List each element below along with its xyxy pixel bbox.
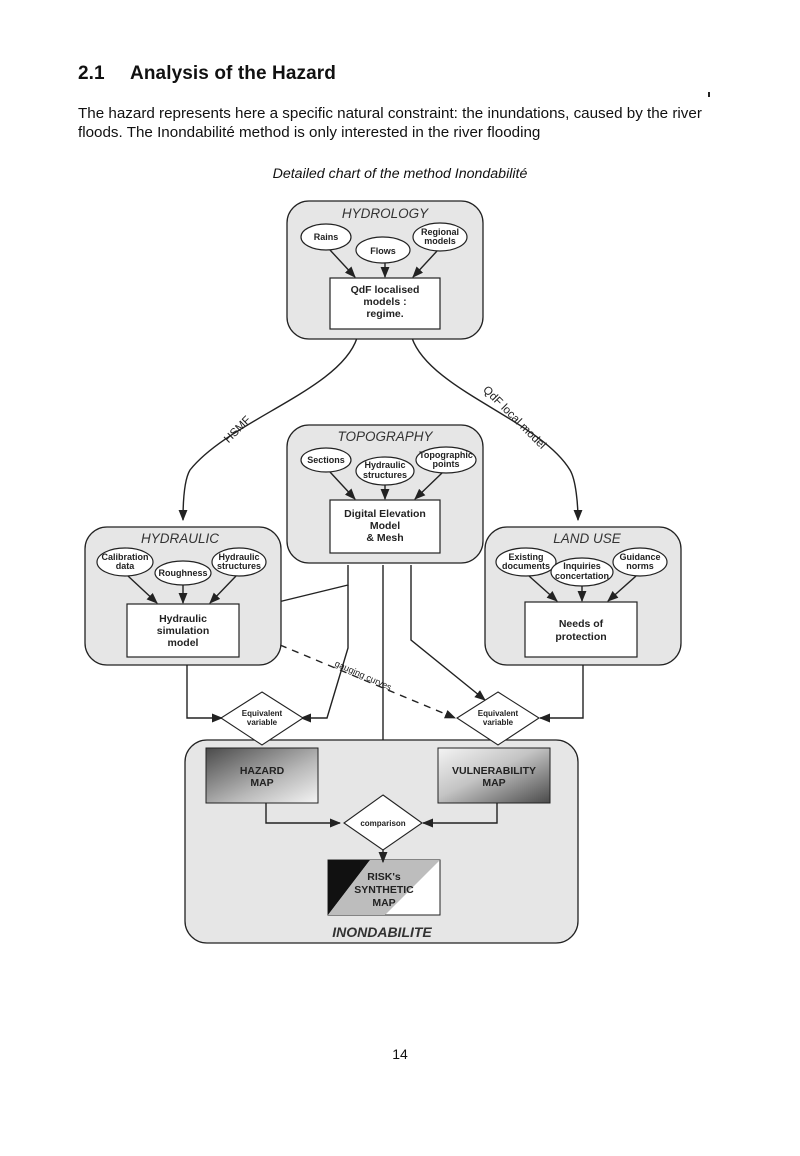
diagram-label: data [116, 561, 136, 571]
diagram-label: norms [626, 561, 654, 571]
diagram-label: regime. [366, 308, 403, 320]
hydrology-group: HYDROLOGY Rains Flows Regional models Qd… [286, 200, 484, 340]
diagram-label: HAZARD [240, 765, 285, 777]
diagram-label: comparison [360, 819, 405, 828]
diagram-label: Digital Elevation [344, 508, 426, 520]
equivalent-variable-right: Equivalent variable [455, 691, 541, 746]
qdf-connector [411, 337, 583, 522]
diagram-label: variable [483, 718, 514, 727]
diagram-label: VULNERABILITY [452, 765, 536, 777]
diagram-label: Calibration [101, 552, 148, 562]
diagram-label: structures [217, 561, 261, 571]
hydraulic-title: HYDRAULIC [141, 531, 219, 546]
hydraulic-group: HYDRAULIC Calibration data Roughness Hyd… [84, 526, 282, 666]
diagram-label: model [168, 637, 199, 649]
inondabilite-title: INONDABILITE [332, 924, 432, 940]
diagram-label: Guidance [619, 552, 660, 562]
page-number: 14 [392, 1046, 408, 1062]
diagram-label: simulation [157, 625, 210, 637]
risk-synthetic-map-box: RISK's SYNTHETIC MAP [327, 859, 441, 916]
land-use-title: LAND USE [553, 531, 622, 546]
diagram-label: SYNTHETIC [354, 884, 414, 896]
input-oval [355, 236, 411, 264]
landuse-to-equivalent [538, 665, 584, 723]
hsmf-label: HSMF [222, 414, 254, 446]
input-oval [412, 222, 468, 252]
gauging-curves-label: gauging curves [333, 658, 393, 692]
diagram-label: Hydraulic [159, 613, 207, 625]
diagram-label: Sections [307, 455, 345, 465]
topography-group: TOPOGRAPHY Sections Hydraulic structures… [286, 424, 484, 564]
diagram-label: documents [502, 561, 550, 571]
input-oval [415, 446, 477, 474]
equivalent-variable-left: Equivalent variable [219, 691, 305, 746]
hazard-map-box [205, 747, 319, 804]
input-oval [612, 547, 668, 577]
diagram-label: MAP [482, 777, 505, 789]
diagram-label: MAP [372, 897, 395, 909]
figure-caption: Detailed chart of the method Inondabilit… [272, 166, 528, 182]
oval-label-models: models [424, 236, 456, 246]
input-oval [495, 547, 557, 577]
diagram-label: Hydraulic [364, 460, 405, 470]
dem-to-hydraulic [268, 565, 349, 606]
section-heading: 2.1 Analysis of the Hazard [78, 63, 336, 85]
vulnerability-map-box [437, 747, 551, 804]
diagram-label: Hydraulic [218, 552, 259, 562]
dem-box [329, 499, 441, 554]
diagram-label: models : [363, 296, 406, 308]
oval-label-flows: Flows [370, 246, 396, 256]
dem-to-equivalent-right [410, 565, 486, 701]
diagram-label: concertation [555, 571, 609, 581]
input-oval [300, 223, 352, 251]
diagram-label: protection [555, 631, 606, 643]
topography-title: TOPOGRAPHY [337, 429, 433, 444]
input-oval [211, 547, 267, 577]
diagram-label: Model [370, 520, 400, 532]
intro-paragraph: The hazard represents here a specific na… [78, 105, 702, 141]
hydraulic-simulation-box [126, 603, 240, 658]
hydrology-title: HYDROLOGY [342, 206, 429, 221]
diagram-label: Existing [508, 552, 543, 562]
diagram-label: QdF localised [351, 284, 420, 296]
diagram-label: Needs of [559, 618, 604, 630]
diagram-label: structures [363, 470, 407, 480]
gauging-curves-connector [279, 644, 457, 719]
diagram-label: points [433, 459, 460, 469]
section-number: 2.1 [78, 63, 105, 84]
diagram-label: variable [247, 718, 278, 727]
diagram-label: Equivalent [478, 709, 519, 718]
diagram-label: Topographic [419, 450, 473, 460]
dem-to-equivalent-left [299, 585, 349, 723]
diagram-label: & Mesh [366, 532, 403, 544]
section-title: Analysis of the Hazard [130, 63, 336, 84]
needs-protection-box [524, 601, 638, 658]
oval-label-rains: Rains [314, 232, 339, 242]
qdf-local-model-label: QdF local model [480, 384, 548, 452]
diagram-label: RISK's [367, 871, 401, 883]
oval-label-regional: Regional [421, 227, 459, 237]
diagram-label: Inquiries [563, 561, 601, 571]
scan-speck [708, 92, 710, 97]
input-oval [96, 547, 154, 577]
land-use-group: LAND USE Existing documents Inquiries co… [484, 526, 682, 666]
hydraulic-to-equivalent [186, 665, 224, 723]
diagram-label: Roughness [158, 568, 207, 578]
input-oval [300, 447, 352, 473]
qdf-models-box [329, 277, 441, 330]
diagram-label: Equivalent [242, 709, 283, 718]
diagram-label: MAP [250, 777, 273, 789]
hsmf-connector [178, 337, 358, 522]
